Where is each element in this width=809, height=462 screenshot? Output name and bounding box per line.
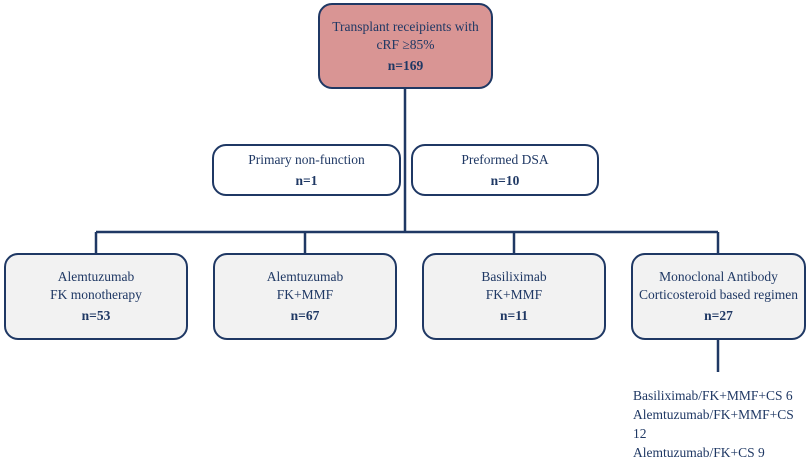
group-count: n=67 (290, 308, 320, 323)
root-count: n=169 (387, 57, 424, 73)
regimen-breakdown: Basiliximab/FK+MMF+CS 6 Alemtuzumab/FK+M… (633, 386, 809, 462)
exclusion-count: n=1 (295, 172, 318, 188)
exclusion-label: Preformed DSA (461, 151, 549, 167)
group-line2: Corticosteroid based regimen (639, 287, 798, 302)
group-line1: Alemtuzumab (57, 269, 135, 284)
group-box-basiliximab-fk-mmf: Basiliximab FK+MMF n=11 (422, 253, 606, 340)
breakdown-item: Alemtuzumab/FK+MMF+CS 12 (633, 407, 794, 441)
group-line1: Monoclonal Antibody (659, 269, 778, 284)
root-line2: cRF ≥85% (376, 36, 435, 52)
exclusion-count: n=10 (490, 172, 520, 188)
group-box-alemtuzumab-fk-mono: Alemtuzumab FK monotherapy n=53 (4, 253, 188, 340)
group-line2: FK+MMF (485, 287, 543, 302)
group-count: n=53 (81, 308, 111, 323)
group-line1: Basiliximab (481, 269, 547, 284)
group-count: n=27 (704, 308, 733, 323)
root-line1: Transplant receipients with (332, 18, 479, 34)
exclusion-box-primary-non-function: Primary non-function n=1 (212, 144, 401, 196)
group-count: n=11 (500, 308, 528, 323)
group-box-monoclonal-cs: Monoclonal Antibody Corticosteroid based… (631, 253, 806, 340)
group-box-alemtuzumab-fk-mmf: Alemtuzumab FK+MMF n=67 (213, 253, 397, 340)
root-box: Transplant receipients with cRF ≥85% n=1… (318, 3, 493, 89)
group-line2: FK+MMF (276, 287, 334, 302)
breakdown-item: Alemtuzumab/FK+CS 9 (633, 445, 765, 460)
connector-lines (94, 88, 720, 372)
exclusion-label: Primary non-function (248, 151, 365, 167)
breakdown-item: Basiliximab/FK+MMF+CS 6 (633, 388, 793, 403)
group-line2: FK monotherapy (50, 287, 142, 302)
group-line1: Alemtuzumab (266, 269, 344, 284)
exclusion-box-preformed-dsa: Preformed DSA n=10 (411, 144, 599, 196)
